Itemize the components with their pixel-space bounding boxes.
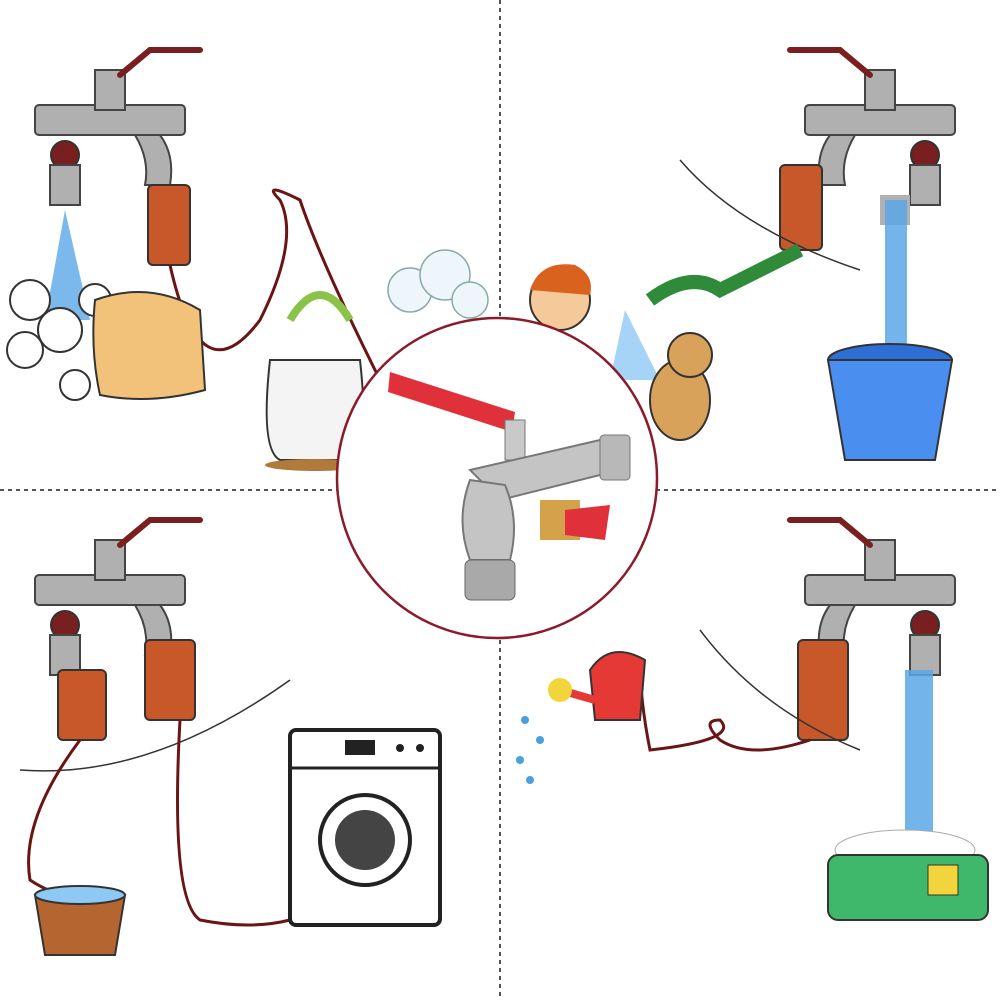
hose-icon [168,188,382,381]
hose-icon [27,739,82,895]
hose-connector-icon [147,184,191,266]
soap-foam-icon [6,279,112,401]
panel-garden-hose [529,50,955,461]
steam-icon [387,249,489,319]
hose-connector-icon [797,639,849,741]
washing-machine-icon [288,728,442,927]
water-stream-icon [885,200,907,360]
water-stream-icon [45,210,90,320]
bathtub-icon [827,829,989,921]
dog-icon [649,332,713,441]
green-hose-icon [645,243,804,306]
watering-can-icon [548,651,647,721]
hands-icon [92,291,207,400]
panel-hand-washing [6,50,489,471]
hose-icon [638,659,811,752]
bucket-icon [826,343,954,461]
panel-washing-machine [19,520,442,956]
hose-connector-icon [57,669,107,741]
hose-connector-icon [779,164,823,251]
hose-connector-icon [144,639,196,721]
kid-icon [529,264,591,331]
wooden-tub-icon [33,885,127,956]
faucet-icon [35,50,200,205]
water-stream-icon [905,670,933,840]
water-drops-icon [516,716,544,784]
hose-icon [176,719,291,927]
double-faucet-product-icon [388,372,631,601]
panel-watering-bath [516,520,989,921]
center-product-badge [335,316,659,640]
